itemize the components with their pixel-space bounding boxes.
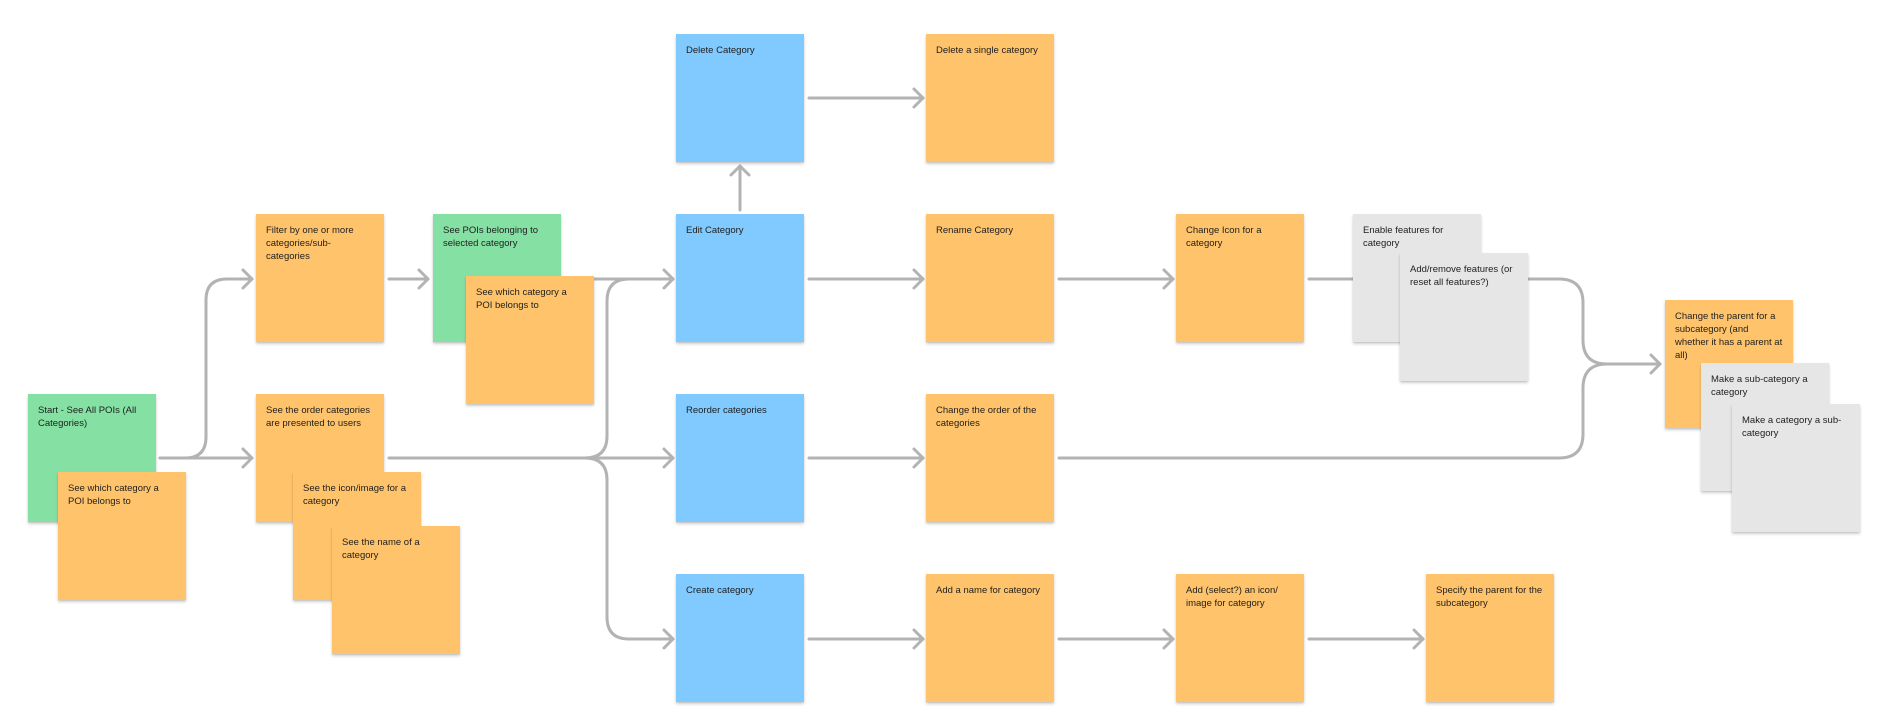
sticky-note-start-which-category[interactable]: See which category a POI belongs to <box>58 472 186 600</box>
arrowhead <box>662 447 675 469</box>
connector-order-to-create <box>583 456 675 641</box>
sticky-note-change-icon[interactable]: Change Icon for a category <box>1176 214 1304 342</box>
arrowhead <box>417 268 430 290</box>
arrowhead <box>662 628 675 650</box>
arrowhead <box>912 268 925 290</box>
arrowhead <box>912 447 925 469</box>
arrowhead <box>729 164 751 177</box>
connector-start-to-filter <box>158 277 254 460</box>
arrowhead <box>912 87 925 109</box>
connector-order-to-edit <box>583 277 675 460</box>
arrowhead <box>1162 628 1175 650</box>
arrowhead <box>241 447 254 469</box>
sticky-note-add-remove-features[interactable]: Add/remove features (or reset all featur… <box>1400 253 1528 381</box>
sticky-note-make-category-subcategory[interactable]: Make a category a sub-category <box>1732 404 1860 532</box>
arrowhead <box>1412 628 1425 650</box>
sticky-note-specify-parent[interactable]: Specify the parent for the subcategory <box>1426 574 1554 702</box>
connector-features-to-parent <box>1525 277 1662 366</box>
connector-change-order-to-parent <box>1057 362 1662 460</box>
arrowhead <box>912 628 925 650</box>
sticky-note-delete-category[interactable]: Delete Category <box>676 34 804 162</box>
sticky-note-see-which-category[interactable]: See which category a POI belongs to <box>466 276 594 404</box>
sticky-note-reorder-categories[interactable]: Reorder categories <box>676 394 804 522</box>
sticky-note-see-name[interactable]: See the name of a category <box>332 526 460 654</box>
sticky-note-edit-category[interactable]: Edit Category <box>676 214 804 342</box>
sticky-note-change-order[interactable]: Change the order of the categories <box>926 394 1054 522</box>
sticky-note-create-category[interactable]: Create category <box>676 574 804 702</box>
sticky-note-rename-category[interactable]: Rename Category <box>926 214 1054 342</box>
sticky-note-add-name[interactable]: Add a name for category <box>926 574 1054 702</box>
sticky-note-add-icon[interactable]: Add (select?) an icon/ image for categor… <box>1176 574 1304 702</box>
arrowhead <box>241 268 254 290</box>
sticky-note-filter[interactable]: Filter by one or more categories/sub-cat… <box>256 214 384 342</box>
sticky-note-delete-single[interactable]: Delete a single category <box>926 34 1054 162</box>
arrowhead <box>1162 268 1175 290</box>
